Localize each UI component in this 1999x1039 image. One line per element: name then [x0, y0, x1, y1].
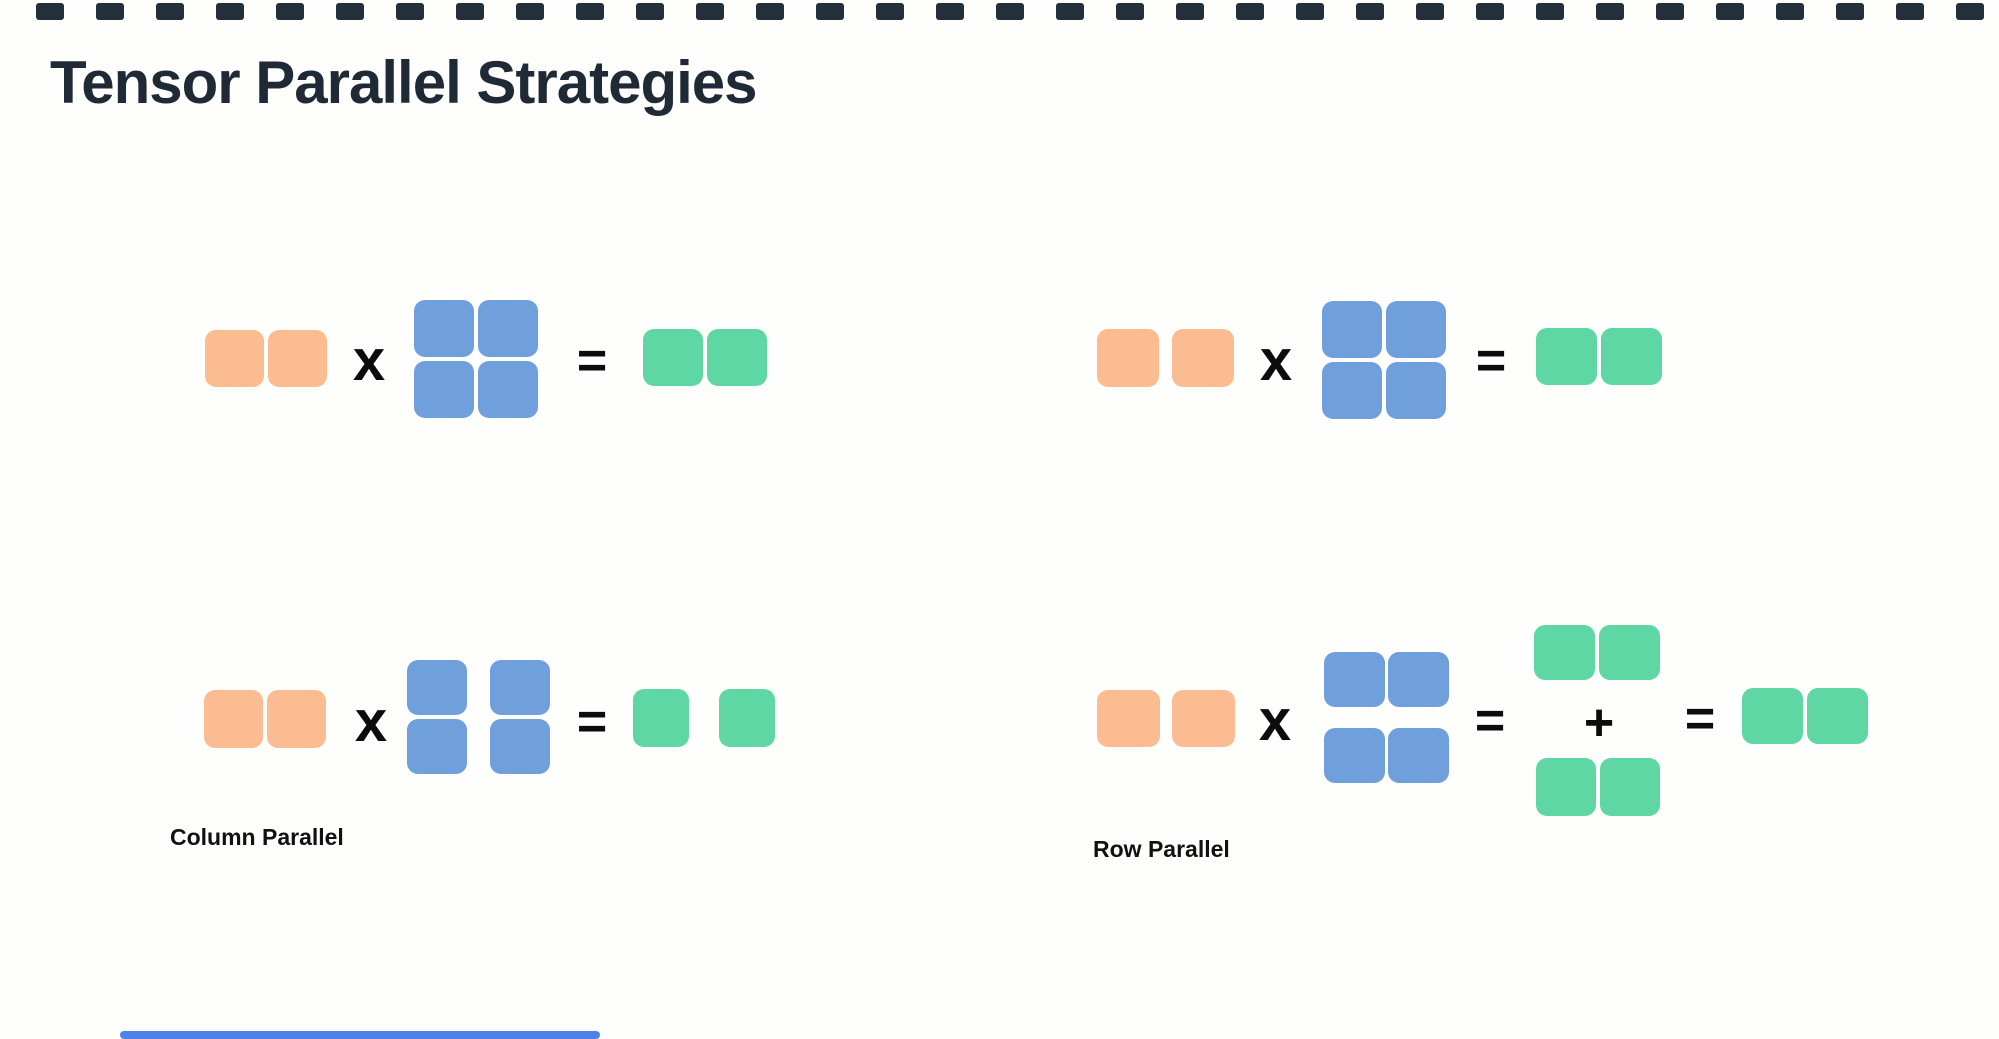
- film-square: [216, 3, 244, 20]
- film-square: [1056, 3, 1084, 20]
- film-square: [36, 3, 64, 20]
- blue-block: [414, 361, 474, 418]
- film-square: [1116, 3, 1144, 20]
- multiply-operator: x: [1259, 328, 1293, 393]
- orange-block: [1097, 690, 1160, 747]
- blue-block: [490, 660, 550, 715]
- film-square: [1836, 3, 1864, 20]
- weight-matrix-row-split: [1324, 652, 1449, 783]
- film-square: [396, 3, 424, 20]
- partial-output-bottom: [1536, 758, 1660, 816]
- output-matrix: [1536, 328, 1662, 385]
- blue-block: [1386, 301, 1446, 358]
- output-matrix: [643, 329, 767, 386]
- film-square: [1176, 3, 1204, 20]
- column-parallel-label: Column Parallel: [170, 824, 344, 850]
- activation-matrix: [205, 330, 327, 387]
- film-square: [636, 3, 664, 20]
- green-block: [1601, 328, 1662, 385]
- blue-block: [1388, 728, 1449, 783]
- blue-block: [1324, 728, 1385, 783]
- blue-block: [407, 660, 467, 715]
- orange-block: [1172, 690, 1235, 747]
- blue-block: [478, 361, 538, 418]
- film-square: [156, 3, 184, 20]
- film-square: [1236, 3, 1264, 20]
- film-square: [1956, 3, 1984, 20]
- blue-block: [490, 719, 550, 774]
- film-square: [1416, 3, 1444, 20]
- blue-block: [1388, 652, 1449, 707]
- blue-block: [1386, 362, 1446, 419]
- weight-matrix: [1322, 301, 1446, 419]
- green-block: [707, 329, 767, 386]
- film-square: [756, 3, 784, 20]
- green-block: [1807, 688, 1868, 744]
- green-block: [1536, 328, 1597, 385]
- green-block: [719, 689, 775, 747]
- output-matrix-column-split: [633, 689, 775, 747]
- film-square: [1776, 3, 1804, 20]
- green-block: [633, 689, 689, 747]
- green-block: [1599, 625, 1660, 680]
- frame-thumbnail-strip: [36, 3, 1999, 20]
- orange-block: [268, 330, 327, 387]
- film-square: [336, 3, 364, 20]
- blue-block: [1322, 362, 1382, 419]
- orange-block: [1097, 329, 1159, 387]
- plus-operator: +: [1583, 694, 1615, 752]
- equals-operator: =: [576, 332, 608, 390]
- film-square: [516, 3, 544, 20]
- blue-block: [414, 300, 474, 357]
- activation-matrix: [204, 690, 326, 748]
- film-square: [1296, 3, 1324, 20]
- activation-matrix-sharded: [1097, 329, 1234, 387]
- multiply-operator: x: [1258, 688, 1292, 753]
- multiply-operator: x: [354, 689, 388, 754]
- film-square: [276, 3, 304, 20]
- film-square: [1356, 3, 1384, 20]
- green-block: [1600, 758, 1660, 816]
- film-square: [1536, 3, 1564, 20]
- green-block: [1536, 758, 1596, 816]
- equals-operator: =: [1475, 332, 1507, 390]
- partial-output-top: [1534, 625, 1660, 680]
- film-square: [1476, 3, 1504, 20]
- weight-matrix-column-split: [407, 660, 550, 774]
- film-square: [1896, 3, 1924, 20]
- output-matrix: [1742, 688, 1868, 744]
- row-parallel-label: Row Parallel: [1093, 836, 1230, 862]
- film-square: [1716, 3, 1744, 20]
- horizontal-scrollbar-thumb[interactable]: [120, 1031, 600, 1039]
- orange-block: [1172, 329, 1234, 387]
- blue-block: [478, 300, 538, 357]
- film-square: [96, 3, 124, 20]
- blue-block: [407, 719, 467, 774]
- film-square: [1596, 3, 1624, 20]
- film-square: [1656, 3, 1684, 20]
- slide-title: Tensor Parallel Strategies: [50, 49, 758, 116]
- multiply-operator: x: [352, 328, 386, 393]
- green-block: [643, 329, 703, 386]
- activation-matrix-sharded: [1097, 690, 1235, 747]
- green-block: [1742, 688, 1803, 744]
- green-block: [1534, 625, 1595, 680]
- blue-block: [1322, 301, 1382, 358]
- equals-operator: =: [1474, 692, 1506, 750]
- blue-block: [1324, 652, 1385, 707]
- film-square: [576, 3, 604, 20]
- orange-block: [267, 690, 326, 748]
- orange-block: [204, 690, 263, 748]
- film-square: [996, 3, 1024, 20]
- orange-block: [205, 330, 264, 387]
- equals-operator: =: [576, 693, 608, 751]
- film-square: [936, 3, 964, 20]
- film-square: [456, 3, 484, 20]
- weight-matrix: [414, 300, 538, 418]
- film-square: [696, 3, 724, 20]
- film-square: [816, 3, 844, 20]
- film-square: [876, 3, 904, 20]
- equals-operator: =: [1684, 690, 1716, 748]
